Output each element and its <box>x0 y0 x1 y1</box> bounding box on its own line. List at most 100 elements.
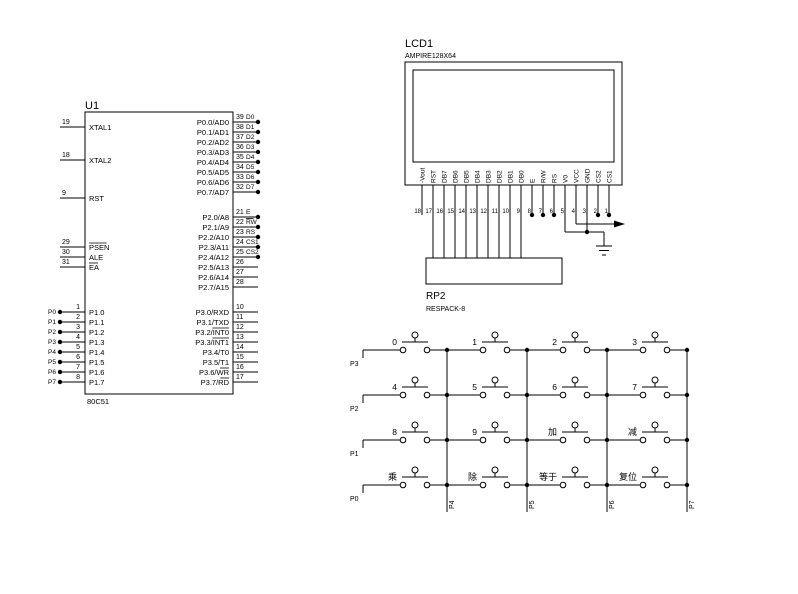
pin-num: 14 <box>236 344 244 351</box>
pin-num: 31 <box>62 259 70 266</box>
pin-name: XTAL1 <box>89 123 111 132</box>
net-label: D5 <box>246 164 255 171</box>
pin-num: 24 <box>236 239 244 246</box>
pin-name: P1.3 <box>89 338 104 347</box>
u1-p2-pins: P2.0/A8 21 E P2.1/A9 22 RW P2.2/A10 23 R… <box>198 209 261 292</box>
power-arrow-icon <box>614 220 625 228</box>
keypad-button-r2c1[interactable]: 9 <box>472 421 511 444</box>
u1-ref: U1 <box>85 100 99 112</box>
pin-num: 33 <box>236 174 244 181</box>
rp2-body <box>425 257 563 285</box>
pin-num: 11 <box>492 209 499 215</box>
keypad-button-r0c2[interactable]: 2 <box>552 331 591 354</box>
pin-num: 32 <box>236 184 244 191</box>
keypad-button-r2c3[interactable]: 减 <box>628 421 671 444</box>
pin-name: DB5 <box>464 170 471 183</box>
pin-num: 8 <box>76 374 80 381</box>
keypad-button-r1c3[interactable]: 7 <box>632 376 671 399</box>
net-label: D3 <box>246 144 255 151</box>
pin-num: 37 <box>236 134 244 141</box>
pin-name: P1.2 <box>89 328 104 337</box>
pin-num: 6 <box>76 354 80 361</box>
pin-num: 34 <box>236 164 244 171</box>
net-label: P4 <box>48 349 56 356</box>
lcd-screen <box>412 69 615 163</box>
u1-p0-pins: P0.0/AD0 39 D0 P0.1/AD1 38 D1 P0.2/AD2 3… <box>197 114 261 197</box>
keypad-button-r2c2[interactable]: 加 <box>548 421 591 444</box>
pin-num: 30 <box>62 249 70 256</box>
pin-name: VCC <box>574 169 581 183</box>
pin-name: P3.7/RD <box>201 378 230 387</box>
pin-num: 1 <box>605 209 609 215</box>
keypad-row-wires <box>362 349 687 493</box>
net-label: P5 <box>48 359 56 366</box>
pin-name: P3.0/RXD <box>196 308 230 317</box>
key-label: 0 <box>392 337 397 347</box>
pin-name: P3.5/T1 <box>203 358 229 367</box>
key-label: 5 <box>472 382 477 392</box>
pin-name: P0.0/AD0 <box>197 118 229 127</box>
keypad-button-r3c1[interactable]: 除 <box>468 466 511 489</box>
keypad-button-r3c0[interactable]: 乘 <box>388 466 431 489</box>
keypad-button-r0c1[interactable]: 1 <box>472 331 511 354</box>
pin-name: -Vout <box>420 168 427 183</box>
pin-name: P2.0/A8 <box>202 213 229 222</box>
rp2-ref: RP2 <box>426 291 446 302</box>
pin-name: P2.5/A13 <box>198 263 229 272</box>
keypad-button-r3c2[interactable]: 等于 <box>539 466 591 489</box>
pin-name: P2.2/A10 <box>198 233 229 242</box>
pin-num: 17 <box>236 374 244 381</box>
row-net-label: P0 <box>350 496 359 503</box>
pin-name: XTAL2 <box>89 156 111 165</box>
net-label: P6 <box>48 369 56 376</box>
keypad-button-r0c3[interactable]: 3 <box>632 331 671 354</box>
pin-name: DB4 <box>475 170 482 183</box>
key-label: 等于 <box>539 471 557 482</box>
pin-name: P1.4 <box>89 348 104 357</box>
keypad-button-r2c0[interactable]: 8 <box>392 421 431 444</box>
pin-num: 18 <box>414 209 421 215</box>
u1-left-pins: 19 XTAL1 18 XTAL2 9 RST 29 PSEN 30 ALE 3… <box>48 119 111 387</box>
keypad-button-r1c2[interactable]: 6 <box>552 376 591 399</box>
pin-num: 10 <box>236 304 244 311</box>
pin-num: 2 <box>594 209 598 215</box>
pin-num: 36 <box>236 144 244 151</box>
pin-num: 39 <box>236 114 244 121</box>
key-label: 加 <box>548 427 557 437</box>
col-net-label: P4 <box>449 500 456 509</box>
pin-name: P2.4/A12 <box>198 253 229 262</box>
pin-name: ALE <box>89 253 103 262</box>
key-label: 减 <box>628 426 637 437</box>
pin-num: 21 <box>236 209 244 216</box>
keypad-button-r1c0[interactable]: 4 <box>392 376 431 399</box>
col-net-label: P7 <box>689 500 696 509</box>
pin-num: 27 <box>236 269 244 276</box>
keypad-button-r0c0[interactable]: 0 <box>392 331 431 354</box>
pin-num: 38 <box>236 124 244 131</box>
pin-name: P0.6/AD6 <box>197 178 229 187</box>
pin-name: P0.4/AD4 <box>197 158 229 167</box>
lcd-ref: LCD1 <box>405 38 433 50</box>
pin-name: P0.1/AD1 <box>197 128 229 137</box>
pin-num: 23 <box>236 229 244 236</box>
net-label: P2 <box>48 329 56 336</box>
pin-num: 15 <box>236 354 244 361</box>
pin-name: P3.3/INT1 <box>195 338 229 347</box>
lcd-part: AMPIRE128X64 <box>405 53 456 60</box>
pin-name: P1.7 <box>89 378 104 387</box>
keypad-button-r1c1[interactable]: 5 <box>472 376 511 399</box>
pin-num: 3 <box>76 324 80 331</box>
pin-num: 6 <box>550 209 554 215</box>
key-label: 6 <box>552 382 557 392</box>
pin-num: 12 <box>236 324 244 331</box>
pin-num: 11 <box>236 314 243 321</box>
rp2-part: RESPACK-8 <box>426 306 465 313</box>
pin-name: R/W <box>541 170 548 184</box>
net-label: CS2 <box>246 249 259 256</box>
key-label: 9 <box>472 427 477 437</box>
pin-name: DB7 <box>442 170 449 183</box>
pin-name: GND <box>585 168 592 183</box>
u1-body <box>84 111 234 395</box>
key-label: 4 <box>392 382 397 392</box>
keypad-button-r3c3[interactable]: 复位 <box>619 466 671 489</box>
